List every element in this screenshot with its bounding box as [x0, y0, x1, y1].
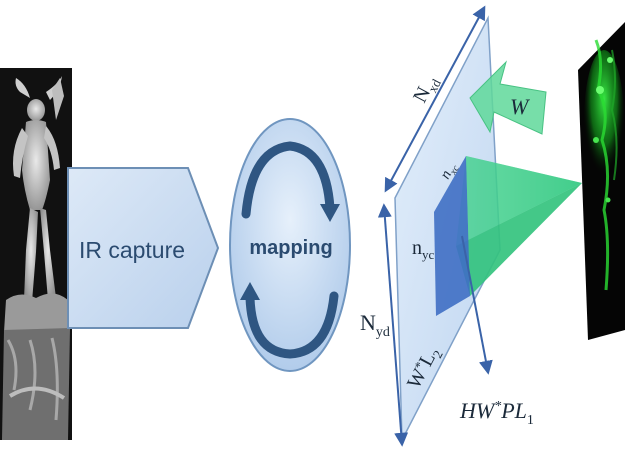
label-nyc: nyc [412, 237, 435, 262]
dim-arrow-nxd [384, 5, 486, 193]
dimension-arrows [377, 5, 493, 447]
ir-capture-block: IR capture [67, 167, 220, 329]
statue-image [0, 68, 72, 440]
ir-capture-label: IR capture [79, 237, 185, 263]
ir-image [578, 22, 625, 340]
mapping-arrow-lower [245, 291, 339, 359]
mapping-arrow-upper [241, 141, 335, 219]
label-nyd: Nyd [360, 310, 390, 340]
dim-arrow-pl1 [461, 235, 493, 375]
w-arrow: W [469, 60, 547, 135]
blue-patch [434, 156, 470, 316]
label-nxd: Nxd [409, 71, 444, 107]
label-w: W [510, 94, 530, 119]
mapping-label: mapping [249, 237, 332, 259]
label-hw-pl1: HW*PL1 [459, 398, 534, 428]
mapping-block: mapping [229, 118, 351, 372]
projection-beam [434, 156, 582, 316]
dim-arrow-nyd [377, 203, 409, 447]
